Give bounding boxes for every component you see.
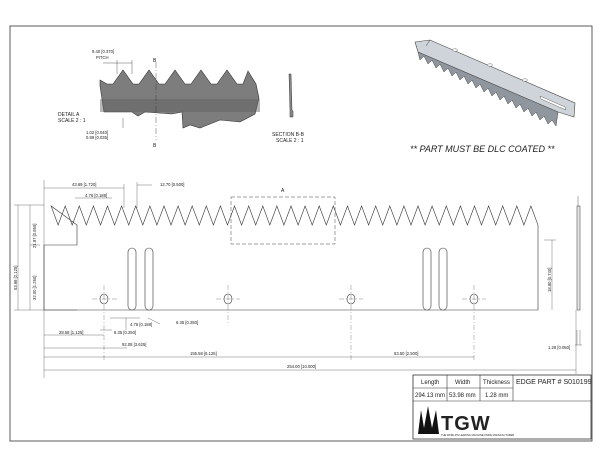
- dim-155-58: 155.58 [6.125]: [190, 351, 217, 356]
- slot-group: [127, 247, 448, 311]
- pitch-dimension: 9.40 [0.370]: [92, 49, 114, 54]
- section-b-scale: SCALE 2 : 1: [276, 138, 304, 144]
- side-profile: [576, 205, 581, 311]
- dim-12-70: 12.70 [0.500]: [160, 182, 184, 187]
- tolerance-lower: 0.89 [0.035]: [86, 135, 108, 140]
- dim-4-76-bottom: 4.76 [0.188]: [130, 322, 152, 327]
- part-number: EDGE PART # S010199: [516, 379, 592, 386]
- dim-63-50: 63.50 [2.500]: [394, 351, 418, 356]
- logo-mark: [418, 406, 439, 434]
- dim-1-28: 1.28 [0.050]: [548, 345, 570, 350]
- dim-43-69: 43.69 [1.720]: [72, 182, 96, 187]
- pitch-label: PITCH: [96, 55, 109, 60]
- dim-32-00: 32.00 [1.260]: [32, 276, 37, 300]
- logo-text: TGW: [441, 413, 491, 435]
- blade-outline: [43, 205, 539, 311]
- length-label: Length: [421, 380, 439, 386]
- dim-6-35-b: 6.35 [0.250]: [176, 320, 198, 325]
- detail-a-blade: [99, 69, 260, 129]
- dim-92-08: 92.08 [3.625]: [122, 342, 146, 347]
- coating-note: ** PART MUST BE DLC COATED **: [410, 144, 555, 154]
- relief-slot: [127, 247, 137, 311]
- relief-slot: [144, 247, 154, 311]
- thickness-value: 1.28 mm: [485, 393, 508, 399]
- dim-4-76-top: 4.76 [0.188]: [85, 193, 107, 198]
- tolerance-upper: 1.02 [0.040]: [86, 130, 108, 135]
- detail-a-boundary: [230, 196, 336, 245]
- width-label: Width: [455, 380, 470, 386]
- dim-28-58: 28.58 [1.125]: [59, 330, 83, 335]
- detail-a-callout: A: [281, 188, 285, 194]
- detail-a-view: 9.40 [0.370] PITCH B B DETAIL A SCALE 2 …: [58, 49, 260, 149]
- dim-18-80: 18.80 [0.740]: [547, 268, 552, 292]
- sheet-border: [9, 25, 593, 442]
- dim-21-97: 21.97 [0.865]: [32, 224, 37, 248]
- detail-a-scale: SCALE 2 : 1: [58, 118, 86, 124]
- section-b-title: SECTION B-B: [272, 132, 305, 138]
- iso-teeth: [417, 51, 559, 127]
- dim-6-35-a: 6.35 [0.250]: [114, 330, 136, 335]
- title-block: Length Width Thickness 294.13 mm 53.98 m…: [412, 374, 592, 440]
- section-marker-top: B: [153, 58, 157, 64]
- width-value: 53.98 mm: [449, 393, 476, 399]
- detail-a-title: DETAIL A: [58, 112, 80, 118]
- isometric-view: [414, 39, 576, 127]
- length-value: 294.13 mm: [415, 393, 445, 399]
- logo-tagline: THE WORLD'S LEADING MACHINE KNIFE MANUFA…: [441, 433, 514, 437]
- relief-slot: [438, 247, 448, 311]
- thickness-label: Thickness: [483, 380, 510, 386]
- dim-53-98: 53.98 [2.125]: [13, 266, 18, 290]
- dim-254-00: 254.00 [10.000]: [287, 364, 316, 369]
- section-b-profile: [288, 73, 294, 118]
- section-b-view: SECTION B-B SCALE 2 : 1: [272, 73, 305, 144]
- section-marker-bottom: B: [153, 143, 157, 149]
- iso-top-face: [414, 39, 576, 118]
- main-view: A: [13, 180, 582, 378]
- relief-slot: [422, 247, 432, 311]
